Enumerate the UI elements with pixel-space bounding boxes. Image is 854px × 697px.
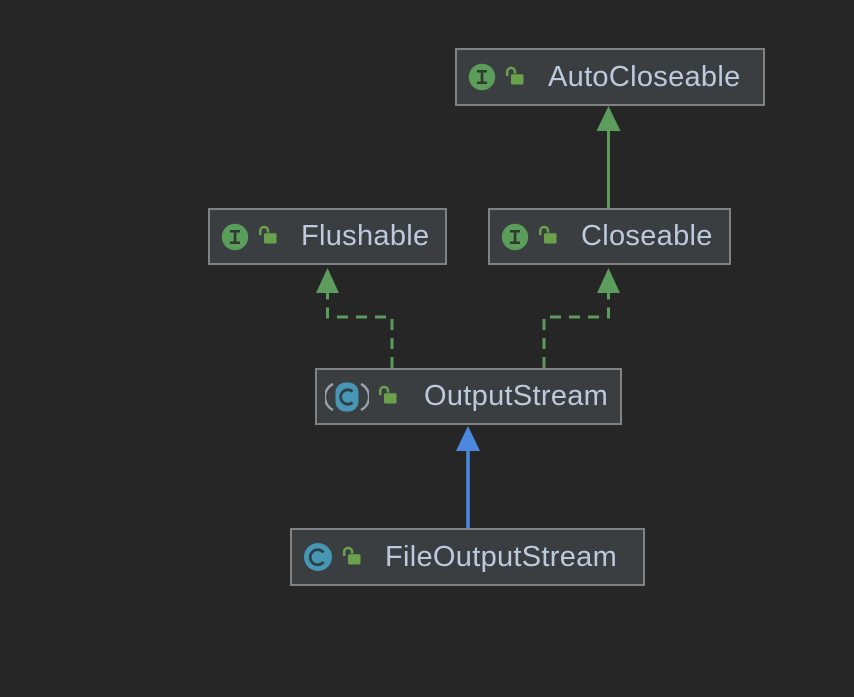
interface-icon (468, 63, 496, 91)
interface-icon (221, 223, 249, 251)
class-name-label: AutoCloseable (548, 60, 741, 93)
edge-outputstream-implements-flushable (316, 268, 394, 368)
unlocked-icon (536, 223, 558, 250)
interface-icon (501, 223, 529, 251)
class-node-fileoutputstream[interactable]: FileOutputStream (290, 528, 645, 586)
class-node-outputstream[interactable]: OutputStream (315, 368, 622, 425)
unlocked-icon (503, 64, 525, 91)
class-node-autocloseable[interactable]: AutoCloseable (455, 48, 765, 106)
abstract-class-icon (325, 381, 369, 413)
unlocked-icon (340, 544, 362, 571)
class-name-label: Closeable (581, 220, 713, 252)
class-node-closeable[interactable]: Closeable (488, 208, 731, 265)
unlocked-icon (256, 223, 278, 250)
unlocked-icon (376, 383, 398, 410)
edge-fileoutputstream-extends-outputstream (456, 426, 480, 528)
class-name-label: OutputStream (424, 380, 609, 412)
edge-closeable-extends-autocloseable (596, 106, 621, 208)
class-icon (303, 542, 333, 572)
class-name-label: FileOutputStream (385, 540, 618, 573)
class-node-flushable[interactable]: Flushable (208, 208, 447, 265)
edge-outputstream-implements-closeable (542, 268, 620, 368)
class-name-label: Flushable (301, 220, 430, 252)
